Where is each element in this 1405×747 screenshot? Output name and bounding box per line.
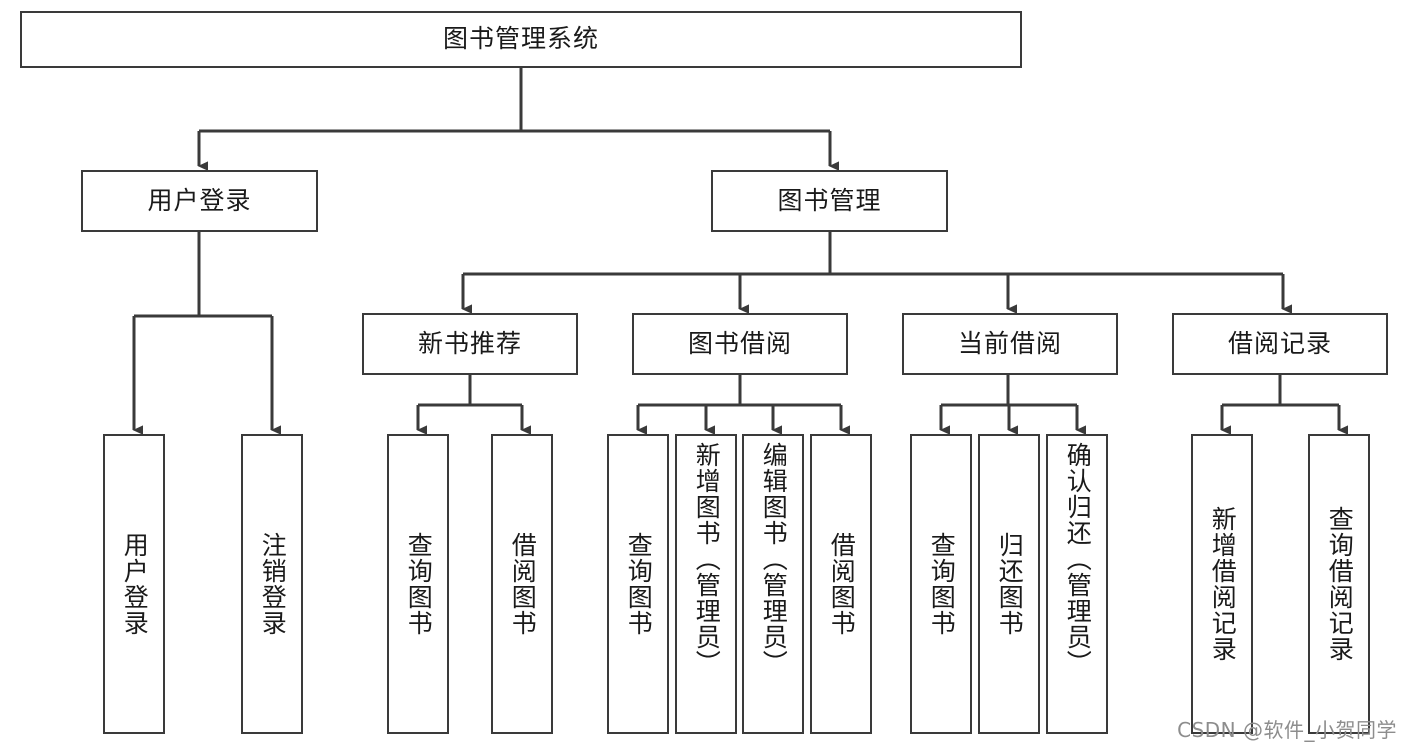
watermark-text: CSDN @软件_小贺同学 — [1177, 718, 1397, 742]
node-leaf-user-logout[interactable]: 注销登录 — [241, 434, 303, 734]
node-leaf-query-book-3-label: 查询图书 — [927, 532, 957, 636]
node-leaf-query-book-3[interactable]: 查询图书 — [910, 434, 972, 734]
node-leaf-edit-book[interactable]: 编辑图书（管理员） — [742, 434, 804, 734]
node-current-borrow[interactable]: 当前借阅 — [902, 313, 1118, 375]
node-leaf-query-book-2[interactable]: 查询图书 — [607, 434, 669, 734]
node-leaf-user-login-label: 用户登录 — [120, 532, 150, 636]
node-book-management[interactable]: 图书管理 — [711, 170, 948, 232]
node-user-login[interactable]: 用户登录 — [81, 170, 318, 232]
node-leaf-borrow-book-1-label: 借阅图书 — [508, 532, 538, 636]
node-leaf-add-record-label: 新增借阅记录 — [1208, 506, 1238, 662]
node-new-book-recommend[interactable]: 新书推荐 — [362, 313, 578, 375]
node-leaf-return-book-label: 归还图书 — [995, 532, 1025, 636]
node-leaf-query-book-1-label: 查询图书 — [404, 532, 434, 636]
node-leaf-borrow-book-1[interactable]: 借阅图书 — [491, 434, 553, 734]
node-leaf-query-record-label: 查询借阅记录 — [1325, 506, 1355, 662]
node-leaf-add-record[interactable]: 新增借阅记录 — [1191, 434, 1253, 734]
node-book-borrow[interactable]: 图书借阅 — [632, 313, 848, 375]
node-leaf-confirm-return[interactable]: 确认归还（管理员） — [1046, 434, 1108, 734]
node-book-borrow-label: 图书借阅 — [687, 328, 792, 358]
node-leaf-add-book[interactable]: 新增图书（管理员） — [675, 434, 737, 734]
node-leaf-confirm-return-label: 确认归还（管理员） — [1063, 442, 1093, 676]
node-root-label: 图书管理系统 — [442, 24, 599, 54]
node-leaf-query-book-1[interactable]: 查询图书 — [387, 434, 449, 734]
node-leaf-edit-book-label: 编辑图书（管理员） — [759, 442, 789, 676]
node-leaf-query-record[interactable]: 查询借阅记录 — [1308, 434, 1370, 734]
node-borrow-record[interactable]: 借阅记录 — [1172, 313, 1388, 375]
node-current-borrow-label: 当前借阅 — [957, 328, 1062, 358]
node-leaf-user-login[interactable]: 用户登录 — [103, 434, 165, 734]
node-leaf-borrow-book-2-label: 借阅图书 — [827, 532, 857, 636]
node-new-book-recommend-label: 新书推荐 — [417, 328, 522, 358]
node-book-management-label: 图书管理 — [777, 185, 882, 215]
node-borrow-record-label: 借阅记录 — [1227, 328, 1332, 358]
node-leaf-query-book-2-label: 查询图书 — [624, 532, 654, 636]
node-root[interactable]: 图书管理系统 — [20, 11, 1022, 68]
node-leaf-add-book-label: 新增图书（管理员） — [692, 442, 722, 676]
node-user-login-label: 用户登录 — [147, 185, 252, 215]
node-leaf-user-logout-label: 注销登录 — [258, 532, 288, 636]
node-leaf-return-book[interactable]: 归还图书 — [978, 434, 1040, 734]
node-leaf-borrow-book-2[interactable]: 借阅图书 — [810, 434, 872, 734]
